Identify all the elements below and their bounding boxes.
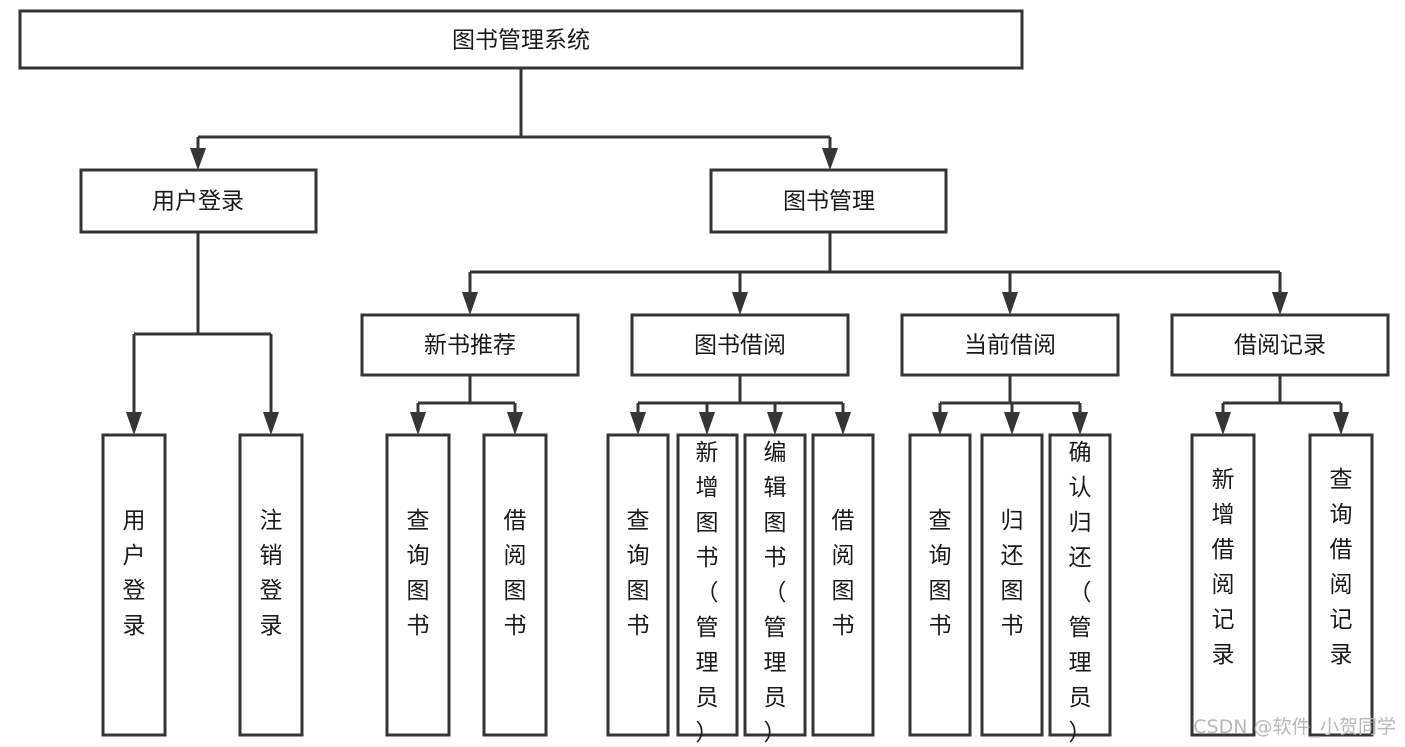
node-root-system[interactable]: 图书管理系统 [18,9,1024,70]
arrow-head-user-login [190,148,206,170]
arrow-head-leaf-edit-book-admin [767,412,783,435]
arrow-head-current-borrow [1002,292,1018,315]
leaf-add-book-admin-label: 新增图书（管理员） [696,440,719,746]
node-new-book-recommend[interactable]: 新书推荐 [360,313,580,377]
node-borrow-record[interactable]: 借阅记录 [1170,313,1390,377]
leaf-query-borrow-record-box[interactable] [1308,433,1374,737]
arrow-head-leaf-borrow-book-2 [835,412,851,435]
node-leaf-add-book-admin[interactable]: 新增图书（管理员） [676,433,739,746]
leaf-edit-book-admin-label: 编辑图书（管理员） [764,440,787,746]
arrow-head-book-management [822,148,838,170]
edge-group [126,68,1349,435]
csdn-watermark: CSDN @软件_小贺同学 [1193,716,1396,738]
arrow-head-leaf-logout-login [263,412,279,435]
leaf-confirm-return-admin-label: 确认归还（管理员） [1069,440,1092,746]
node-book-management[interactable]: 图书管理 [709,168,948,234]
arrow-head-leaf-query-book-3 [932,412,948,435]
current-borrow-box[interactable] [900,313,1120,377]
leaf-query-book-3-box[interactable] [908,433,972,737]
arrow-head-book-borrow [732,292,748,315]
node-leaf-query-book-1[interactable]: 查询图书 [385,433,451,737]
arrow-head-leaf-borrow-book-1 [507,412,523,435]
user-login-box[interactable] [79,168,318,234]
leaf-user-login-box[interactable] [101,433,167,737]
node-leaf-edit-book-admin[interactable]: 编辑图书（管理员） [743,433,807,746]
node-leaf-query-book-3[interactable]: 查询图书 [908,433,972,737]
arrow-head-leaf-query-borrow-record [1333,412,1349,435]
node-leaf-return-book[interactable]: 归还图书 [980,433,1044,737]
node-book-borrow[interactable]: 图书借阅 [630,313,850,377]
leaf-query-book-3-label: 查询图书 [929,508,952,639]
new-book-recommend-box[interactable] [360,313,580,377]
leaf-borrow-book-2-box[interactable] [811,433,875,737]
user-login-label: 用户登录 [152,189,244,215]
leaf-add-borrow-record-box[interactable] [1190,433,1256,737]
arrow-head-leaf-query-book-1 [410,412,426,435]
leaf-return-book-label: 归还图书 [1001,508,1024,639]
leaf-query-book-2-box[interactable] [606,433,670,737]
leaf-query-book-1-label: 查询图书 [407,508,430,639]
node-current-borrow[interactable]: 当前借阅 [900,313,1120,377]
node-leaf-logout-login[interactable]: 注销登录 [238,433,304,737]
arrow-head-leaf-add-book-admin [699,412,715,435]
arrow-head-leaf-query-book-2 [630,412,646,435]
leaf-query-book-1-box[interactable] [385,433,451,737]
root-box[interactable] [18,9,1024,70]
arrow-head-new-book-recommend [462,292,478,315]
leaf-return-book-box[interactable] [980,433,1044,737]
node-leaf-query-borrow-record[interactable]: 查询借阅记录 [1308,433,1374,737]
leaf-node-group: 用户登录 注销登录 查询图书 借阅图书 查询图书 新增图书 [101,433,1374,746]
book-borrow-box[interactable] [630,313,850,377]
leaf-edit-book-admin-box[interactable] [743,433,807,737]
current-borrow-label: 当前借阅 [964,333,1056,359]
node-leaf-borrow-book-2[interactable]: 借阅图书 [811,433,875,737]
book-management-box[interactable] [709,168,948,234]
leaf-query-book-2-label: 查询图书 [627,508,650,639]
arrow-head-borrow-record [1272,292,1288,315]
node-user-login[interactable]: 用户登录 [79,168,318,234]
leaf-confirm-return-admin-box[interactable] [1048,433,1112,737]
leaf-borrow-book-1-box[interactable] [482,433,548,737]
arrow-head-leaf-return-book [1004,412,1020,435]
leaf-borrow-book-2-label: 借阅图书 [832,508,855,639]
book-management-label: 图书管理 [783,189,875,215]
arrow-head-leaf-user-login [126,412,142,435]
node-leaf-user-login[interactable]: 用户登录 [101,433,167,737]
node-leaf-borrow-book-1[interactable]: 借阅图书 [482,433,548,737]
leaf-logout-login-label: 注销登录 [260,508,283,639]
leaf-add-borrow-record-label: 新增借阅记录 [1212,467,1235,668]
borrow-record-box[interactable] [1170,313,1390,377]
book-borrow-label: 图书借阅 [694,333,786,359]
new-book-recommend-label: 新书推荐 [424,333,516,359]
leaf-user-login-label: 用户登录 [123,508,146,639]
borrow-record-label: 借阅记录 [1234,333,1326,359]
arrow-head-leaf-confirm-return-admin [1072,412,1088,435]
root-label: 图书管理系统 [452,28,590,54]
leaf-logout-login-box[interactable] [238,433,304,737]
node-leaf-confirm-return-admin[interactable]: 确认归还（管理员） [1048,433,1112,746]
leaf-query-borrow-record-label: 查询借阅记录 [1330,467,1353,668]
arrow-head-leaf-add-borrow-record [1215,412,1231,435]
leaf-add-book-admin-box[interactable] [676,433,739,737]
node-leaf-add-borrow-record[interactable]: 新增借阅记录 [1190,433,1256,737]
node-leaf-query-book-2[interactable]: 查询图书 [606,433,670,737]
leaf-borrow-book-1-label: 借阅图书 [504,508,527,639]
